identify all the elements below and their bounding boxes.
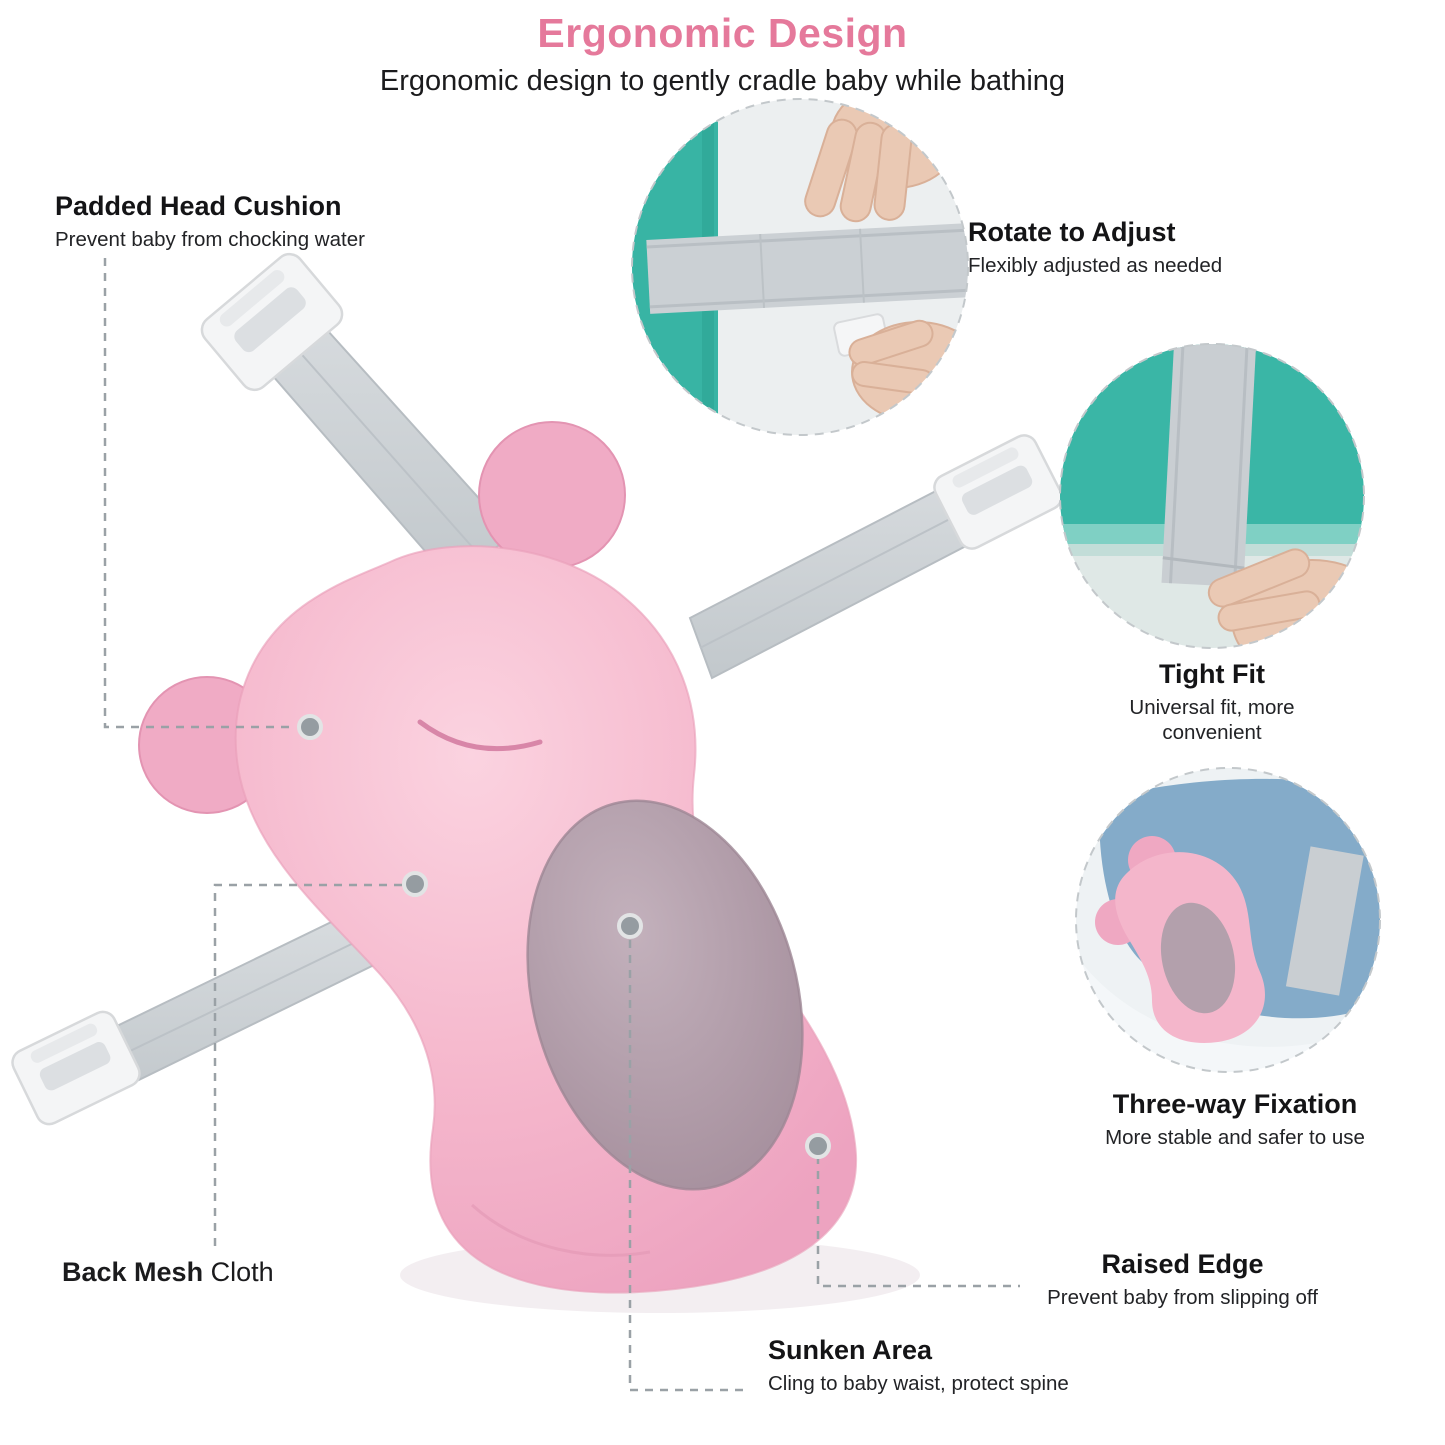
callout-padded-head: Padded Head Cushion Prevent baby from ch…: [55, 190, 455, 252]
callout-tight-fit: Tight Fit Universal fit, more convenient: [1082, 658, 1342, 746]
callout-desc: Universal fit, more convenient: [1129, 695, 1295, 745]
callout-title: Rotate to Adjust: [968, 217, 1176, 247]
mini-strap: [1285, 846, 1364, 996]
callout-desc: More stable and safer to use: [1105, 1125, 1365, 1149]
strap-band: [646, 222, 968, 314]
callout-title-rest: Cloth: [203, 1257, 274, 1287]
buckle-bottom-left: [11, 1010, 141, 1126]
tub-rim-white: [1076, 958, 1380, 1072]
callout-dot-raised-edge: [805, 1133, 831, 1159]
callout-desc: Flexibly adjusted as needed: [968, 253, 1223, 277]
callout-dot-sunken: [617, 913, 643, 939]
buckle-right: [933, 434, 1063, 550]
callout-title: Back Mesh: [62, 1257, 204, 1287]
inset-rotate-adjust: [631, 98, 969, 436]
callout-line-sunken-area: [628, 940, 748, 1392]
header: Ergonomic Design Ergonomic design to gen…: [0, 10, 1445, 98]
buckle-top-left: [200, 252, 344, 392]
page-subtitle: Ergonomic design to gently cradle baby w…: [379, 65, 1066, 97]
callout-line-back-mesh: [213, 883, 402, 1246]
callout-dot-back: [402, 871, 428, 897]
callout-rotate-adjust: Rotate to Adjust Flexibly adjusted as ne…: [968, 216, 1298, 278]
inset-tight-fit: [1059, 343, 1365, 649]
callout-three-way-fixation: Three-way Fixation More stable and safer…: [1055, 1088, 1415, 1150]
callout-back-mesh: Back Mesh Cloth: [62, 1256, 382, 1290]
callout-title: Sunken Area: [768, 1335, 933, 1365]
page-title: Ergonomic Design: [537, 10, 908, 56]
callout-desc: Prevent baby from slipping off: [1047, 1285, 1318, 1309]
mini-cushion: [1095, 836, 1265, 1043]
callout-line-padded-head: [103, 258, 296, 729]
strap-band-vertical: [1161, 344, 1257, 588]
callout-desc: Prevent baby from chocking water: [55, 227, 365, 251]
sunken-area-shape: [526, 799, 804, 1191]
callout-dot-head: [297, 714, 323, 740]
callout-raised-edge: Raised Edge Prevent baby from slipping o…: [1010, 1248, 1355, 1310]
head-stitch-line: [417, 719, 543, 752]
callout-title: Three-way Fixation: [1112, 1089, 1358, 1119]
callout-title: Tight Fit: [1159, 659, 1265, 689]
inset-three-way-fixation: [1075, 767, 1381, 1073]
callout-title: Raised Edge: [1101, 1249, 1264, 1279]
bottom-crease-line: [470, 1203, 651, 1257]
callout-desc: Cling to baby waist, protect spine: [768, 1371, 1069, 1395]
callout-title: Padded Head Cushion: [55, 191, 342, 221]
callout-sunken-area: Sunken Area Cling to baby waist, protect…: [768, 1334, 1128, 1396]
cushion-ear-top: [478, 421, 626, 569]
